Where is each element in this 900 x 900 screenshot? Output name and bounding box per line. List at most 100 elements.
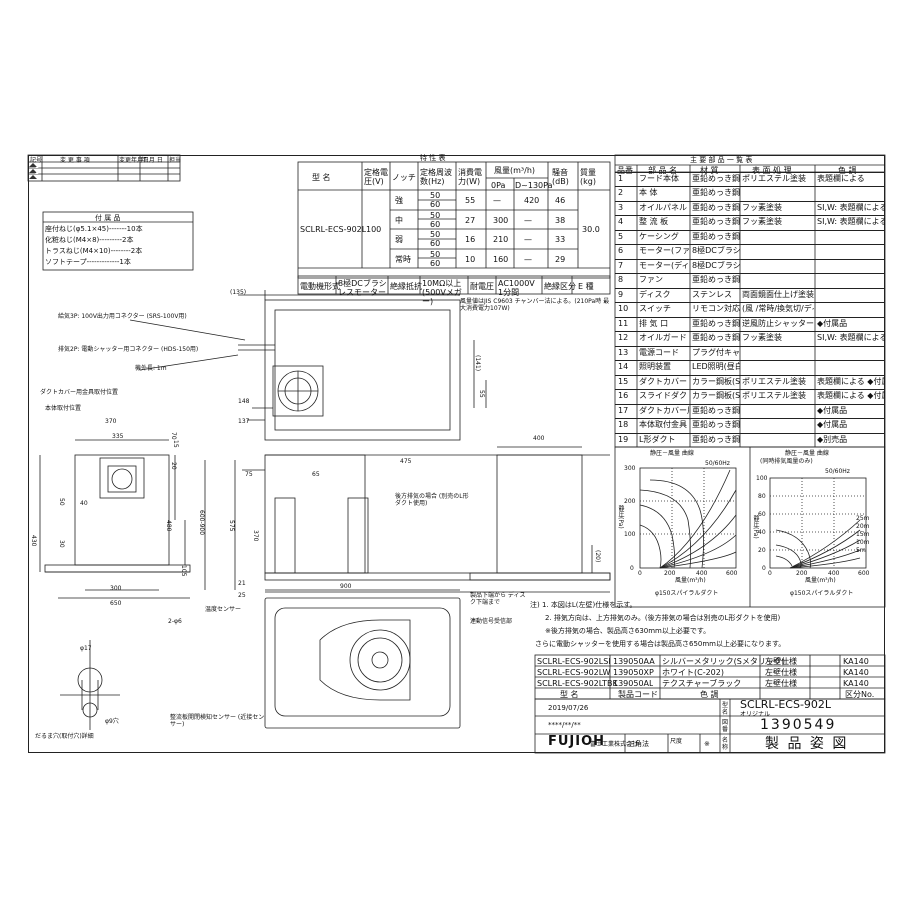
variant-header-model: 型 名 xyxy=(560,690,579,699)
accessories-title: 付 属 品 xyxy=(95,214,121,222)
part-number: 16 xyxy=(618,391,629,401)
dim: (141) xyxy=(474,355,481,372)
part-name: 排 気 口 xyxy=(639,318,669,328)
spec-watt: 16 xyxy=(465,235,476,244)
variant-model: SCLRL-ECS-902LW xyxy=(537,668,611,677)
dim: 70 xyxy=(170,432,177,440)
parts-header-color: 色 調 xyxy=(838,166,857,175)
note-line: さらに電動シャッターを使用する場合は製品高さ650mm以上必要になります。 xyxy=(535,640,786,648)
part-material: 亜鉛めっき鋼板 xyxy=(692,202,740,212)
variant-class: KA140 xyxy=(843,657,869,666)
part-surface: フッ素塗装 xyxy=(742,202,782,212)
part-material: 亜鉛めっき鋼板 xyxy=(692,318,740,328)
dim: 55 xyxy=(478,390,485,398)
label-proximity: 整流板開閉検知センサー (近接センサー) xyxy=(170,714,265,728)
parts-row-divider xyxy=(615,258,885,260)
spec-header-noise: 騒音(dB) xyxy=(552,168,569,186)
part-number: 6 xyxy=(618,246,624,256)
num-mark: ※ xyxy=(704,740,710,748)
parts-row-divider xyxy=(615,374,885,376)
variant-color: シルバーメタリック(Sメタリック) xyxy=(662,657,785,666)
part-color: ◆別売品 xyxy=(817,434,848,444)
variant-spec: 左壁仕様 xyxy=(765,668,797,677)
variant-code: 139050AL xyxy=(613,679,654,688)
spec-header-voltage: 定格電圧(V) xyxy=(364,168,388,186)
chart-right-ytick: 80 xyxy=(758,493,766,500)
chart-left-xtick: 400 xyxy=(696,570,708,577)
chart-right-duct-length: 5m xyxy=(856,547,866,554)
spec-table-title: 特 性 表 xyxy=(420,154,446,162)
spec-flow-130pa: — xyxy=(524,235,532,244)
spec-notch: 常時 xyxy=(395,255,411,264)
chart-left-ylabel: 静圧(Pa) xyxy=(617,505,624,529)
part-surface: フッ素塗装 xyxy=(742,333,782,343)
part-name: ファン xyxy=(639,275,663,285)
spec-flow-130pa: — xyxy=(524,255,532,264)
part-color: SI,W: 表題欄による / TBK: ブラック xyxy=(817,333,885,343)
part-color: 表題欄による ◆付属品 xyxy=(817,391,885,401)
part-color: 表題欄による ◆付属品 xyxy=(817,376,885,386)
accessory-item: トラスねじ(M4×10)--------2本 xyxy=(45,247,143,255)
chart-right-xtick: 400 xyxy=(828,570,840,577)
title-model: SCLRL-ECS-902L xyxy=(740,698,832,711)
spec-noise: 29 xyxy=(555,255,566,264)
part-number: 4 xyxy=(618,217,624,227)
part-name: 本体取付金具 xyxy=(639,420,687,430)
part-number: 10 xyxy=(618,304,629,314)
dim: 25 xyxy=(238,592,246,599)
title-code: 1390549 xyxy=(760,717,837,733)
rev-header-mark: 記号 xyxy=(30,157,43,164)
chart-left-title: 静圧－風量 曲線 xyxy=(650,450,694,457)
spec-bottom-ins: 10MΩ以上(500Vメガー) xyxy=(422,279,462,306)
part-color: SI,W: 表題欄による / TBK: ブラック xyxy=(817,217,885,227)
spec-bottom-volt: AC1000V 1分間 xyxy=(498,279,535,297)
part-name: モーター(ディスク用) xyxy=(639,260,689,270)
part-surface: 逆風防止シャッター付 xyxy=(742,318,814,328)
rev-row-3: 3 xyxy=(35,175,39,182)
parts-row-divider xyxy=(615,287,885,289)
part-material: 亜鉛めっき鋼板 xyxy=(692,188,740,198)
spec-flow-0pa: 160 xyxy=(493,255,509,264)
spec-hz: 50 xyxy=(430,250,441,259)
company-logo: FUJIOH xyxy=(548,734,606,749)
part-number: 7 xyxy=(618,260,624,270)
title-label-model: 型名 xyxy=(722,702,729,716)
spec-flow-0pa: — xyxy=(493,196,501,205)
parts-row-divider xyxy=(615,432,885,434)
dim: (20) xyxy=(594,550,601,563)
part-color: 表題欄による xyxy=(817,174,865,183)
part-name: 整 流 板 xyxy=(639,217,669,227)
parts-row-divider xyxy=(615,273,885,275)
part-material: カラー鋼板(SI,W) / 亜鉛めっき鋼板(TBK) xyxy=(692,391,740,401)
title-label-number: 図番 xyxy=(722,719,729,733)
spec-bottom-volt-label: 耐電圧 xyxy=(470,282,494,291)
spec-hz: 60 xyxy=(430,200,441,209)
spec-flow-0pa: 300 xyxy=(493,216,509,225)
spec-hz: 60 xyxy=(430,259,441,268)
part-number: 9 xyxy=(618,289,624,299)
dim: 575 xyxy=(228,520,235,532)
dim: 650 xyxy=(110,600,122,607)
variant-color: テクスチャーブラック xyxy=(662,679,742,688)
chart-left-ytick: 200 xyxy=(624,498,636,505)
chart-right-xtick: 200 xyxy=(796,570,808,577)
part-name: ダクトカバー xyxy=(639,376,687,386)
dim: 137 xyxy=(238,418,250,425)
chart-right-ytick: 100 xyxy=(756,475,768,482)
spec-watt: 10 xyxy=(465,255,476,264)
part-material: 亜鉛めっき鋼板 xyxy=(692,434,740,444)
part-number: 17 xyxy=(618,405,629,415)
dim: 21 xyxy=(238,580,246,587)
chart-right-ytick: 60 xyxy=(758,511,766,518)
part-name: スライドダクト xyxy=(639,391,689,401)
part-number: 13 xyxy=(618,347,629,357)
part-color: ◆付属品 xyxy=(817,420,848,430)
spec-header-model: 型 名 xyxy=(312,173,331,182)
drawing-sheet xyxy=(28,155,885,753)
part-material: 亜鉛めっき鋼板 xyxy=(692,420,740,430)
spec-watt: 55 xyxy=(465,196,476,205)
dim: 20 xyxy=(170,462,177,470)
dim: 900 xyxy=(340,583,352,590)
variant-header-class: 区分No. xyxy=(845,690,875,699)
